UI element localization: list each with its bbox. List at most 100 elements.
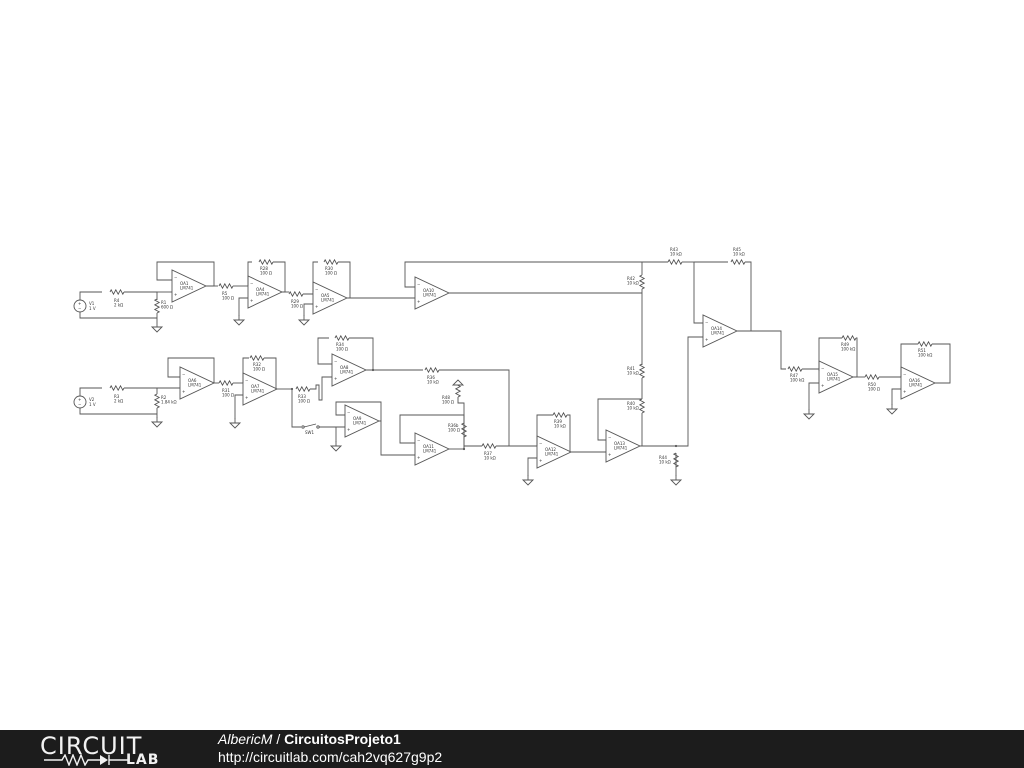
author-link[interactable]: AlbericM xyxy=(218,731,273,747)
resistor-value: 100 Ω xyxy=(222,296,234,301)
opamp-label: OA8 xyxy=(340,365,349,370)
project-url[interactable]: http://circuitlab.com/cah2vq627g9p2 xyxy=(218,749,443,765)
resistor-value: 100 Ω xyxy=(325,271,337,276)
resistor-r4[interactable]: R42 kΩ xyxy=(109,288,125,308)
wire xyxy=(167,357,215,383)
ground-icon xyxy=(232,315,246,326)
noninverting-input-sign: + xyxy=(347,427,350,432)
resistor-label: R49 xyxy=(841,342,849,347)
wire xyxy=(312,261,318,292)
inverting-input-sign: − xyxy=(539,441,542,446)
opamp-label: OA6 xyxy=(188,378,197,383)
wire xyxy=(247,261,252,286)
wire xyxy=(745,261,752,331)
noninverting-input-sign: + xyxy=(821,383,824,388)
inverting-input-sign: − xyxy=(315,287,318,292)
resistor-value: 10 kΩ xyxy=(427,380,439,385)
wire xyxy=(291,389,301,428)
resistor-label: R34 xyxy=(336,342,344,347)
resistor-label: R28 xyxy=(260,266,268,271)
ground-icon xyxy=(297,315,311,326)
noninverting-input-sign: + xyxy=(250,298,253,303)
switch-sw1[interactable]: SW1 xyxy=(301,423,320,435)
inverting-input-sign: − xyxy=(182,372,185,377)
resistor-r2[interactable]: R21.84 kΩ xyxy=(153,393,177,409)
wire xyxy=(124,291,158,300)
plus-sign: + xyxy=(78,301,81,306)
opamp-model: LM741 xyxy=(340,370,354,375)
footer-bar: CIRCUIT LAB AlbericM / CircuitosProjeto1… xyxy=(0,730,1024,768)
resistor-label: R40 xyxy=(627,401,635,406)
wire xyxy=(808,382,819,410)
noninverting-input-sign: + xyxy=(539,458,542,463)
voltage-source-v1[interactable]: +−V11 V xyxy=(73,299,96,313)
inverting-input-sign: − xyxy=(174,275,177,280)
circuitlab-logo[interactable]: CIRCUIT LAB xyxy=(40,732,180,768)
inverting-input-sign: − xyxy=(334,359,337,364)
wire xyxy=(79,312,157,319)
resistor-value: 1.84 kΩ xyxy=(161,400,177,405)
resistor-label: R36 xyxy=(427,375,435,380)
resistor-label: R31 xyxy=(222,388,230,393)
resistor-r3[interactable]: R32 kΩ xyxy=(109,384,125,404)
resistor-value: 10 kΩ xyxy=(627,371,639,376)
opamp-model: LM741 xyxy=(909,383,923,388)
wire xyxy=(891,388,901,405)
inverting-input-sign: − xyxy=(705,320,708,325)
opamp-label: OA7 xyxy=(251,384,260,389)
noninverting-input-sign: + xyxy=(417,299,420,304)
voltage-source-v2[interactable]: +−V21 V xyxy=(73,395,96,409)
wire xyxy=(567,414,571,453)
opamp-label: OA9 xyxy=(353,416,362,421)
resistor-value: 100 Ω xyxy=(448,428,460,433)
noninverting-input-sign: + xyxy=(245,395,248,400)
wire xyxy=(932,343,951,384)
resistor-label: R30 xyxy=(325,266,333,271)
noninverting-input-sign: + xyxy=(182,389,185,394)
noninverting-input-sign: + xyxy=(174,292,177,297)
wire xyxy=(693,262,703,324)
noninverting-input-sign: + xyxy=(705,337,708,342)
wire xyxy=(597,398,642,441)
opamp-model: LM741 xyxy=(180,286,194,291)
